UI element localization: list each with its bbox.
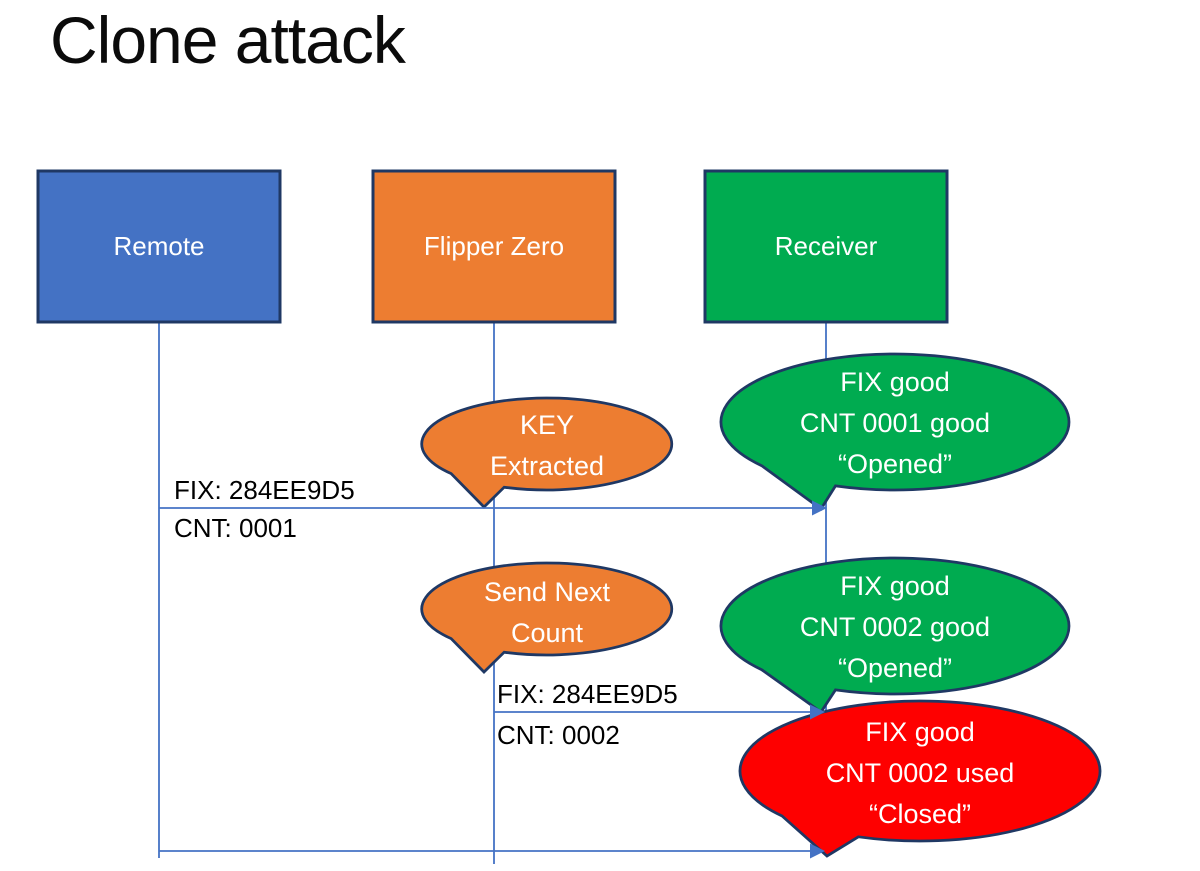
callout-key-extracted-shape (420, 396, 674, 509)
flipper-zero-box (371, 169, 617, 324)
callout-text-line: FIX good (865, 717, 975, 747)
actor-boxes (36, 169, 949, 324)
page-title: Clone attack (50, 3, 406, 77)
callout-text-line: CNT 0002 used (825, 758, 1015, 788)
message-3-arrow-head (810, 843, 825, 859)
callout-key-extracted-text: KEY Extracted (432, 405, 662, 487)
callout-cnt0001-opened-text: FIX good CNT 0001 good “Opened” (731, 362, 1059, 485)
message-1-label-fix: FIX: 284EE9D5 (174, 475, 355, 505)
remote-box (36, 169, 282, 324)
callout-cnt0002-opened-shape (719, 556, 1071, 714)
callout-text-line: Send Next (483, 577, 611, 607)
actor-label-receiver: Receiver (774, 231, 878, 261)
callout-text-line: CNT 0002 good (799, 612, 991, 642)
callout-text-line: “Opened” (837, 449, 953, 479)
callout-text-line: “Opened” (837, 653, 953, 683)
callout-text-line: FIX good (840, 571, 950, 601)
callout-text-line: FIX good (840, 367, 950, 397)
callout-text-line: Count (510, 618, 584, 648)
callout-send-next-count-text: Send Next Count (432, 572, 662, 654)
callout-text-line: CNT 0001 good (799, 408, 991, 438)
actor-label-remote: Remote (113, 231, 205, 261)
receiver-box (703, 169, 949, 324)
callout-send-next-count-shape (420, 561, 674, 674)
actor-label-flipper-zero: Flipper Zero (423, 231, 565, 261)
callout-text-line: “Closed” (868, 799, 972, 829)
message-arrows (159, 500, 827, 859)
message-2-label-cnt: CNT: 0002 (497, 720, 620, 750)
message-1-label-cnt: CNT: 0001 (174, 513, 297, 543)
message-1-arrow-head (812, 500, 827, 516)
message-2-label-fix: FIX: 284EE9D5 (497, 679, 678, 709)
callout-shapes (420, 352, 1102, 858)
callout-text-line: KEY (519, 410, 575, 440)
callout-cnt0002-closed-shape (738, 699, 1102, 858)
callout-cnt0002-opened-text: FIX good CNT 0002 good “Opened” (731, 566, 1059, 689)
message-2-arrow-head (810, 704, 825, 720)
callout-cnt0001-opened-shape (719, 352, 1071, 511)
callout-cnt0002-closed-text: FIX good CNT 0002 used “Closed” (750, 712, 1090, 835)
callout-text-line: Extracted (489, 451, 605, 481)
